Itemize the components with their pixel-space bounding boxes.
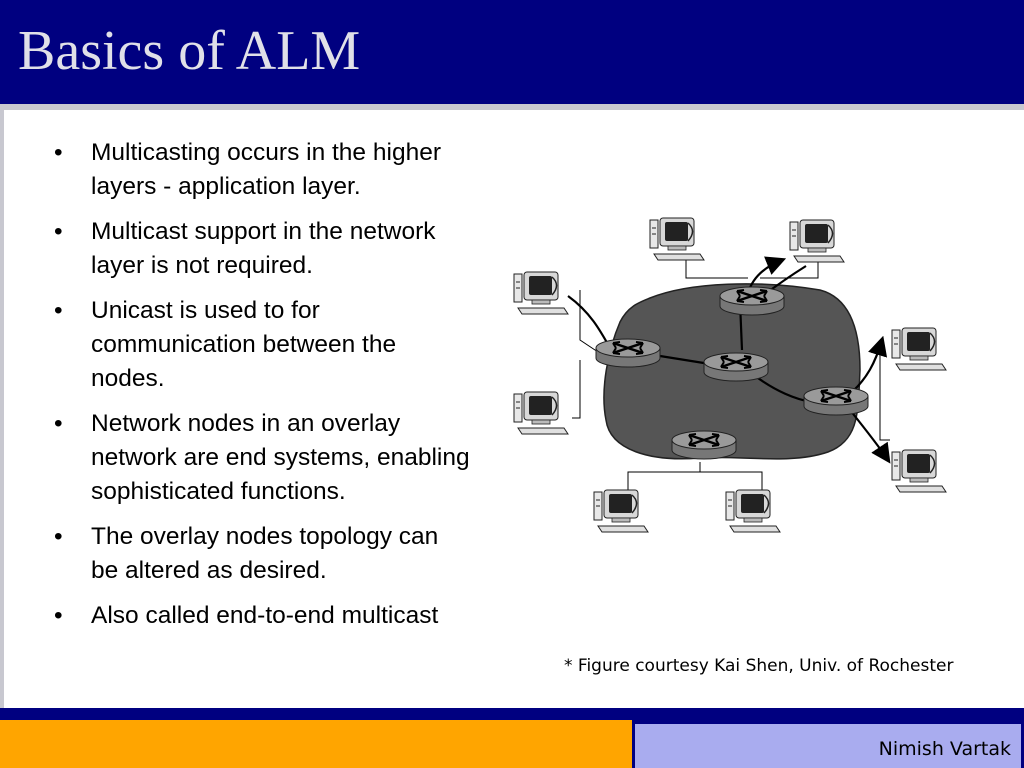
bullet-item: Network nodes in an overlay network are … — [52, 407, 472, 509]
footer-author-box: Nimish Vartak — [632, 720, 1024, 768]
figure-caption: * Figure courtesy Kai Shen, Univ. of Roc… — [564, 656, 954, 676]
title-bar: Basics of ALM — [0, 0, 1024, 104]
title-divider — [0, 104, 1024, 110]
router-icon — [802, 385, 870, 417]
router-icon — [594, 337, 662, 369]
host-computer-icon — [891, 327, 947, 371]
host-computer-icon — [513, 271, 569, 315]
router-icon — [670, 429, 738, 461]
bullet-list: Multicasting occurs in the higher layers… — [52, 136, 472, 644]
router-icon — [702, 351, 770, 383]
host-computer-icon — [649, 217, 705, 261]
host-computer-icon — [891, 449, 947, 493]
content-left-border — [0, 110, 4, 708]
author-name: Nimish Vartak — [878, 738, 1011, 760]
router-icon — [718, 285, 786, 317]
footer-stripe — [0, 708, 1024, 720]
bullet-item: The overlay nodes topology can be altere… — [52, 520, 472, 588]
host-computer-icon — [789, 219, 845, 263]
host-computer-icon — [725, 489, 781, 533]
bullet-item: Also called end-to-end multicast — [52, 599, 472, 633]
host-computer-icon — [593, 489, 649, 533]
bullet-item: Unicast is used to for communication bet… — [52, 294, 472, 396]
host-computer-icon — [513, 391, 569, 435]
bullet-item: Multicasting occurs in the higher layers… — [52, 136, 472, 204]
bullet-item: Multicast support in the network layer i… — [52, 215, 472, 283]
footer-author-panel: Nimish Vartak — [635, 724, 1021, 768]
footer-bar — [0, 720, 632, 768]
slide-title: Basics of ALM — [18, 20, 361, 82]
overlay-network-diagram — [513, 217, 947, 533]
